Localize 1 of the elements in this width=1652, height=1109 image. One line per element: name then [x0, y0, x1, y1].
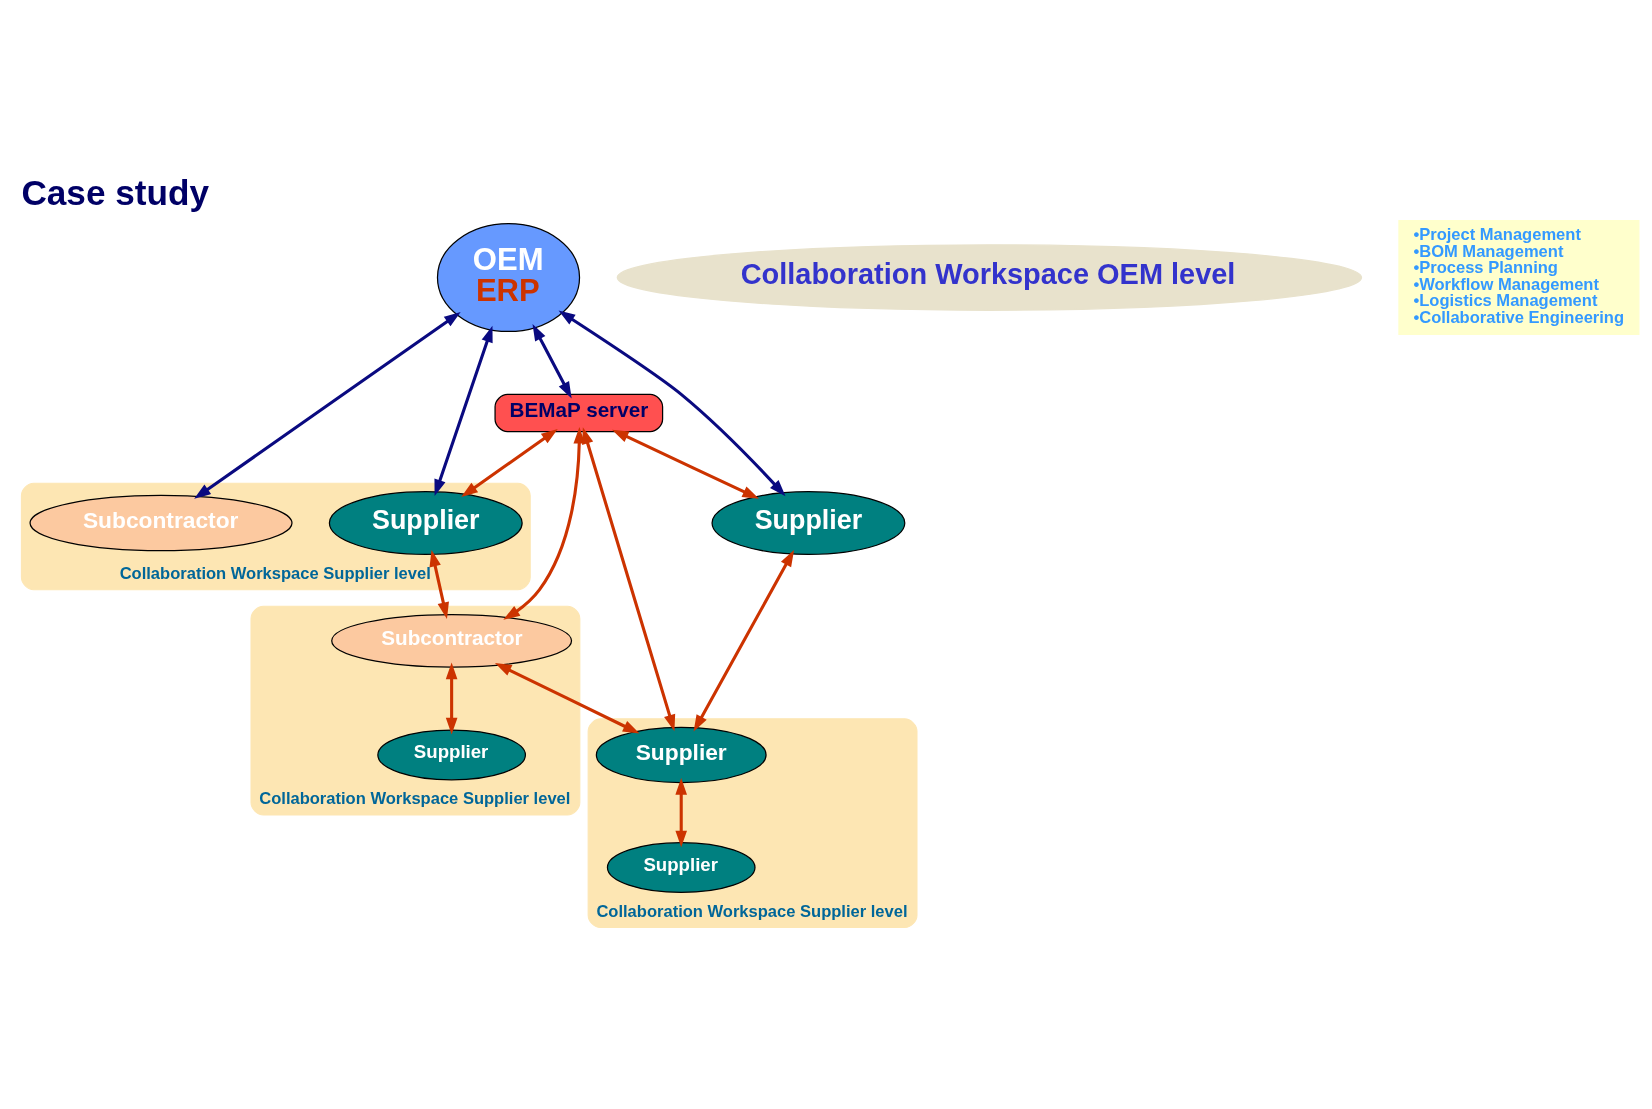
- diagram-title: Case study: [21, 172, 209, 212]
